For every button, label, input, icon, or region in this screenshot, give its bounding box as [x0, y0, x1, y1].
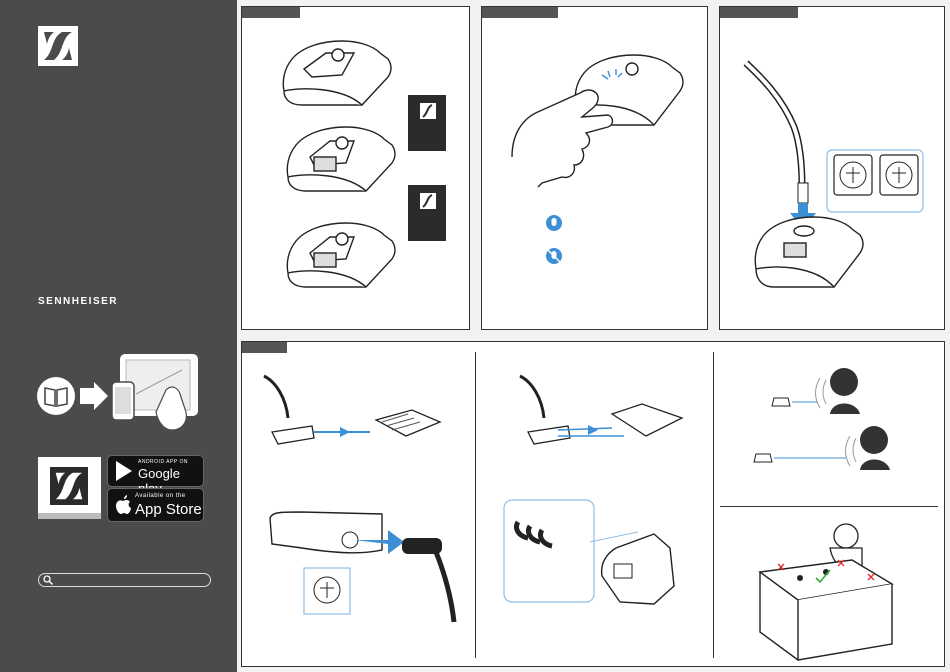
google-play-badge[interactable]: ANDROID APP ON Google play	[107, 455, 204, 487]
panel-connection-setup	[241, 341, 945, 667]
google-play-small-text: ANDROID APP ON	[138, 459, 188, 465]
sennheiser-logo-icon	[50, 467, 88, 505]
press-button-illustration	[482, 7, 707, 329]
sidebar: SENNHEISER ANDROID APP ON Google play	[0, 0, 237, 672]
app-promo-graphic	[36, 350, 236, 440]
brand-name: SENNHEISER	[38, 296, 118, 307]
app-store-small-text: Available on the	[135, 493, 186, 499]
connection-illustration	[242, 342, 944, 666]
gooseneck-mount-illustration	[720, 7, 944, 329]
apple-icon	[115, 495, 131, 515]
arrow-right-icon	[80, 382, 108, 410]
panel-mute-button	[481, 6, 708, 330]
app-icon[interactable]	[38, 457, 101, 519]
base-variants-illustration	[242, 7, 469, 329]
panel-gooseneck-mount	[719, 6, 945, 330]
app-store-big-text: App Store	[135, 501, 202, 518]
search-input[interactable]	[38, 573, 211, 587]
search-icon	[42, 574, 54, 586]
app-store-badge[interactable]: Available on the App Store	[107, 488, 204, 522]
google-play-icon	[114, 460, 134, 482]
panel-device-variants	[241, 6, 470, 330]
manual-book-icon	[37, 377, 75, 415]
sennheiser-logo-icon	[38, 26, 78, 66]
